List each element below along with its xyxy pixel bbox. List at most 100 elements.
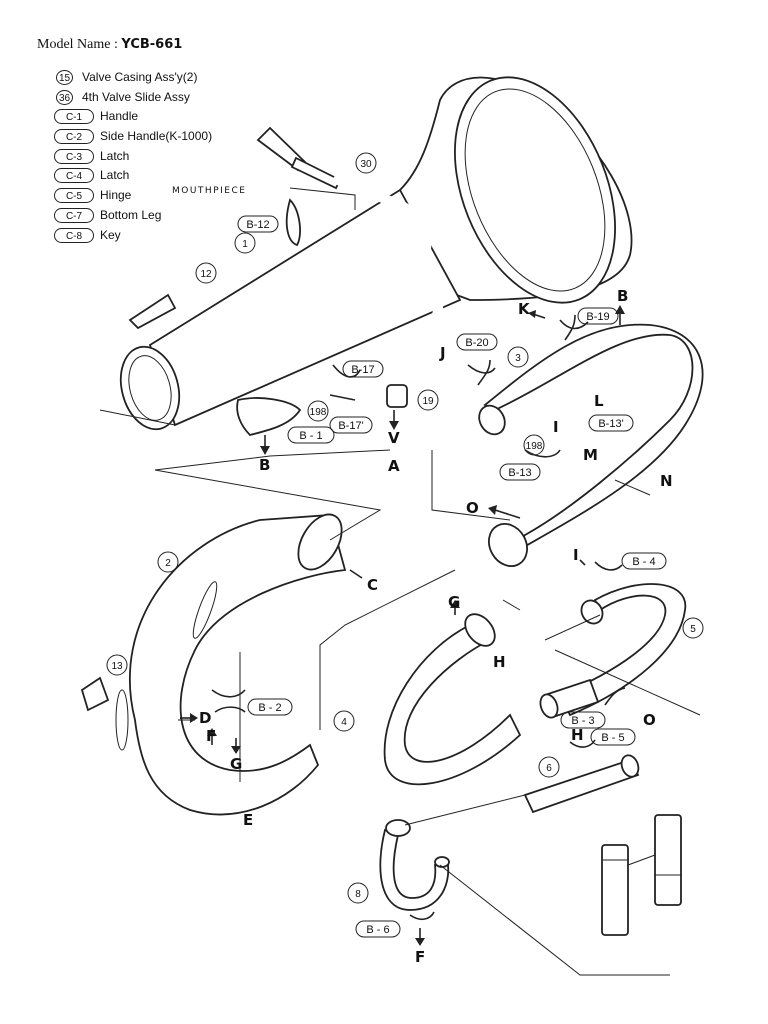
bell [398, 76, 633, 304]
tube-4 [383, 613, 522, 786]
letter-i-right: I [573, 546, 579, 564]
parts-legend: 15 Valve Casing Ass'y(2) 36 4th Valve Slide… [54, 68, 274, 245]
letter-f-bottom: F [415, 948, 425, 966]
legend-text: Latch [100, 168, 130, 183]
part-number-3: 3 [515, 353, 521, 364]
legend-text: Handle [100, 109, 139, 124]
callout-b3: B - 3 [571, 715, 594, 727]
letter-v: V [388, 429, 400, 447]
letter-a: A [388, 457, 400, 475]
callout-b5: B - 5 [601, 732, 624, 744]
legend-text: Valve Casing Ass'y(2) [82, 70, 198, 84]
letter-h-right: H [571, 726, 584, 744]
legend-row: C-2 Side Handle(K-1000) [54, 127, 274, 147]
callout-b19: B-19 [586, 311, 609, 323]
legend-code-badge: C-3 [54, 148, 94, 164]
callout-b12: B-12 [246, 219, 269, 231]
part-number-19: 19 [422, 396, 434, 407]
callout-b1: B - 1 [299, 430, 322, 442]
legend-row: C-4 Latch [54, 166, 274, 186]
callout-b2: B - 2 [258, 702, 281, 714]
legend-row: 36 4th Valve Slide Assy [54, 88, 274, 108]
part-19-cap [386, 384, 408, 408]
part-number-12: 12 [200, 269, 212, 280]
letter-b-top: B [617, 287, 628, 305]
bow-tube-2 [115, 513, 347, 816]
direction-arrows [180, 305, 625, 946]
letter-g-left: G [230, 755, 242, 773]
callout-b17-prime: B-17' [338, 420, 363, 432]
letter-b-mid: B [259, 456, 270, 474]
legend-text: Latch [100, 148, 130, 163]
legend-code-badge: C-5 [54, 188, 94, 204]
legend-code-badge: C-2 [54, 129, 94, 145]
part-b1-brace [236, 397, 302, 436]
legend-code-badge: C-8 [54, 227, 94, 243]
letter-g-mid: G [448, 593, 460, 611]
leader-lines [99, 187, 701, 976]
tube-6 [523, 754, 640, 814]
legend-code-badge: C-7 [54, 207, 94, 223]
letter-c: C [367, 576, 378, 594]
legend-row: C-5 Hinge [54, 186, 274, 206]
part-number-198b: 198 [526, 441, 543, 452]
bow-tube-3 [478, 323, 704, 567]
letter-o-top: O [466, 499, 479, 517]
callout-b13-prime: B-13' [598, 418, 623, 430]
model-label: Model Name : [37, 37, 118, 52]
letter-f-left: F [206, 727, 216, 745]
valve-sketch [601, 814, 682, 936]
letter-j: J [439, 344, 446, 362]
legend-row: C-7 Bottom Leg [54, 206, 274, 226]
part-number-13: 13 [111, 661, 123, 672]
legend-row: C-3 Latch [54, 147, 274, 167]
part-number-30: 30 [360, 159, 372, 170]
legend-code-badge: 36 [56, 89, 73, 105]
legend-code-badge: C-4 [54, 168, 94, 184]
connection-letters: MOUTHPIECE B A V B K J L I M N O C G H I… [172, 186, 673, 966]
letter-n: N [660, 472, 673, 490]
callout-b4: B - 4 [632, 556, 655, 568]
letter-e: E [243, 811, 253, 829]
part-12-guard [128, 293, 177, 330]
legend-text: Side Handle(K-1000) [100, 129, 213, 144]
mouthpiece [256, 126, 342, 190]
model-name: YCB-661 [121, 37, 183, 52]
letter-k: K [518, 300, 531, 318]
legend-text: Key [100, 227, 121, 242]
legend-text: 4th Valve Slide Assy [82, 89, 190, 104]
letter-i-top: I [553, 418, 559, 436]
slide-b3 [539, 678, 600, 719]
part-number-8: 8 [355, 889, 361, 900]
legend-text: Hinge [100, 188, 132, 203]
legend-row: C-1 Handle [54, 107, 274, 127]
part-b12-brace [285, 198, 301, 247]
legend-row: C-8 Key [54, 226, 274, 246]
mouthpiece-label: MOUTHPIECE [172, 186, 246, 196]
part-13-guard [80, 676, 110, 712]
leadpipe [333, 175, 444, 385]
callout-b20: B-20 [465, 337, 488, 349]
part-number-1: 1 [242, 239, 248, 250]
letter-d: D [199, 709, 211, 727]
crook-8 [379, 819, 450, 911]
legend-code-badge: C-1 [54, 109, 94, 125]
legend-row: 15 Valve Casing Ass'y(2) [54, 68, 274, 88]
callout-b13: B-13 [508, 467, 531, 479]
callout-b17: B-17 [351, 364, 374, 376]
b-callouts: B-12 B-17 B-17' B - 1 B-20 B-19 B-13' B-… [237, 215, 667, 938]
letter-l: L [594, 392, 604, 410]
body-tube [119, 188, 462, 431]
part-number-callouts: 30 12 1 198 19 3 198 2 13 4 5 6 8 [106, 152, 704, 904]
part-number-198a: 198 [310, 407, 327, 418]
model-title: Model Name : YCB-661 [37, 37, 182, 53]
legend-code-badge: 15 [56, 70, 73, 85]
part-number-5: 5 [690, 624, 696, 635]
part-number-6: 6 [546, 763, 552, 774]
letter-o-right: O [643, 711, 656, 729]
letter-m: M [583, 446, 598, 464]
letter-h-mid: H [493, 653, 506, 671]
legend-text: Bottom Leg [100, 207, 162, 222]
callout-b6: B - 6 [366, 924, 389, 936]
